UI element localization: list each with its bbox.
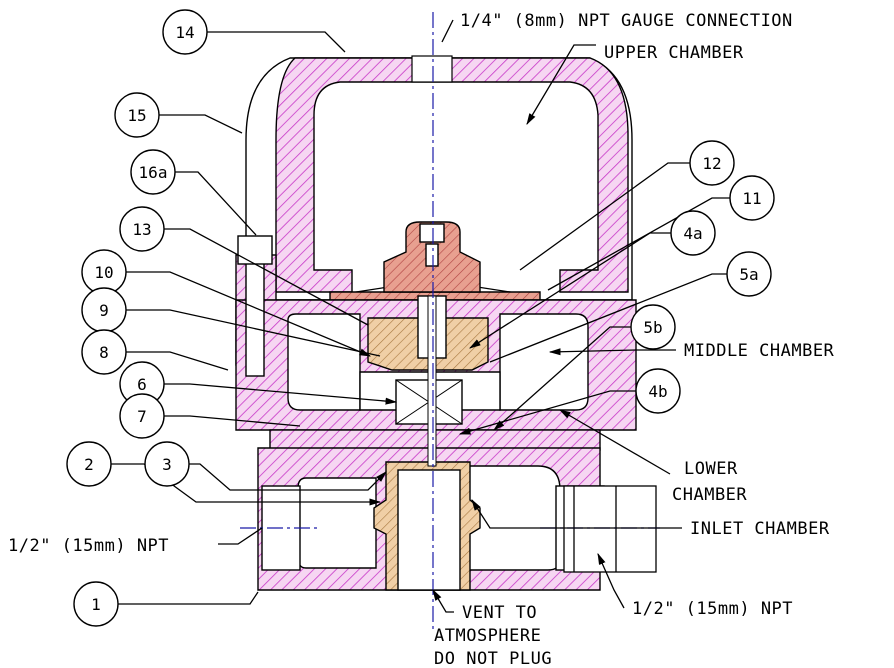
svg-text:6: 6 bbox=[137, 375, 147, 394]
svg-text:2: 2 bbox=[84, 455, 94, 474]
label-upper-chamber: UPPER CHAMBER bbox=[604, 43, 744, 63]
svg-text:3: 3 bbox=[162, 455, 172, 474]
svg-text:7: 7 bbox=[137, 407, 147, 426]
balloon-12: 12 bbox=[689, 140, 735, 186]
label-lower-chamber-1: LOWER bbox=[684, 459, 738, 479]
balloon-15: 15 bbox=[114, 92, 160, 138]
svg-text:14: 14 bbox=[175, 23, 194, 42]
svg-text:15: 15 bbox=[127, 106, 146, 125]
label-gauge-connection: 1/4" (8mm) NPT GAUGE CONNECTION bbox=[460, 11, 793, 31]
svg-text:4b: 4b bbox=[648, 382, 667, 401]
label-vent-1: VENT TO bbox=[462, 603, 537, 623]
svg-text:5a: 5a bbox=[739, 265, 758, 284]
brass-seat bbox=[373, 461, 481, 591]
label-vent-2: ATMOSPHERE bbox=[434, 626, 541, 646]
label-npt-right: 1/2" (15mm) NPT bbox=[632, 599, 793, 619]
balloon-4b: 4b bbox=[635, 368, 681, 414]
svg-text:1: 1 bbox=[91, 595, 101, 614]
balloon-5b: 5b bbox=[630, 304, 676, 350]
balloon-16a: 16a bbox=[130, 149, 176, 195]
svg-text:9: 9 bbox=[99, 301, 109, 320]
label-middle-chamber: MIDDLE CHAMBER bbox=[684, 341, 835, 361]
balloon-9: 9 bbox=[81, 287, 127, 333]
label-lower-chamber-2: CHAMBER bbox=[672, 485, 747, 505]
adjusting-cap bbox=[383, 221, 481, 293]
leader-lines bbox=[111, 19, 730, 613]
balloon-7: 7 bbox=[119, 393, 165, 439]
svg-text:8: 8 bbox=[99, 343, 109, 362]
balloon-13: 13 bbox=[119, 206, 165, 252]
inlet-fitting bbox=[563, 485, 657, 573]
svg-text:5b: 5b bbox=[643, 318, 662, 337]
svg-text:16a: 16a bbox=[139, 163, 168, 182]
balloon-4a: 4a bbox=[670, 210, 716, 256]
label-npt-left: 1/2" (15mm) NPT bbox=[8, 536, 169, 556]
balloon-14: 14 bbox=[162, 9, 208, 55]
valve-stem bbox=[427, 295, 437, 467]
svg-text:11: 11 bbox=[742, 189, 761, 208]
svg-text:10: 10 bbox=[94, 263, 113, 282]
balloon-2: 2 bbox=[66, 441, 112, 487]
balloon-5a: 5a bbox=[726, 251, 772, 297]
svg-text:12: 12 bbox=[702, 154, 721, 173]
balloon-8: 8 bbox=[81, 329, 127, 375]
balloon-3: 3 bbox=[144, 441, 190, 487]
svg-text:4a: 4a bbox=[683, 224, 702, 243]
balloon-1: 1 bbox=[73, 581, 119, 627]
balloon-11: 11 bbox=[729, 175, 775, 221]
svg-text:13: 13 bbox=[132, 220, 151, 239]
label-vent-3: DO NOT PLUG bbox=[434, 649, 552, 668]
label-inlet-chamber: INLET CHAMBER bbox=[690, 519, 830, 539]
